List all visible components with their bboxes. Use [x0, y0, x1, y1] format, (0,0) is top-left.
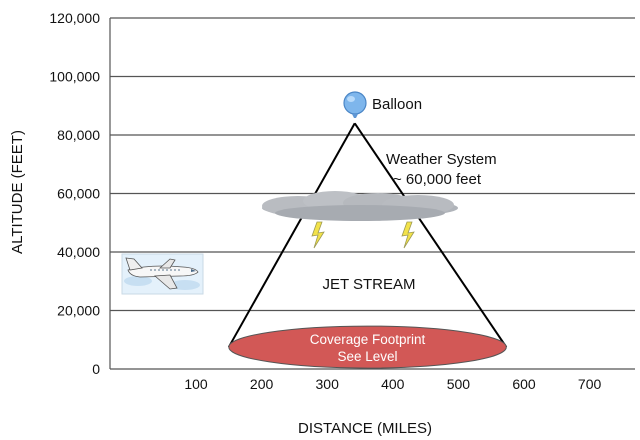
x-tick-label: 700 [578, 376, 602, 392]
cloud-icon [262, 191, 458, 221]
lightning-icon [401, 221, 415, 249]
y-tick-label: 120,000 [49, 10, 100, 26]
x-tick-label: 600 [512, 376, 536, 392]
y-axis-title: ALTITUDE (FEET) [9, 130, 26, 254]
weather-system-line2: ~ 60,000 feet [393, 171, 482, 188]
weather-system-line1: Weather System [386, 151, 497, 168]
balloon-icon [343, 91, 367, 118]
x-tick-label: 400 [381, 376, 405, 392]
y-tick-label: 80,000 [57, 127, 100, 143]
y-tick-labels: 0 20,000 40,000 60,000 80,000 100,000 120,000 [49, 10, 100, 377]
y-tick-label: 60,000 [57, 186, 100, 202]
y-tick-label: 0 [92, 361, 100, 377]
grid-lines [109, 17, 635, 370]
balloon-label: Balloon [372, 96, 422, 113]
y-tick-label: 20,000 [57, 303, 100, 319]
airplane-icon [121, 253, 204, 295]
y-tick-label: 100,000 [49, 69, 100, 85]
x-tick-label: 100 [184, 376, 208, 392]
lightning-icon [311, 221, 325, 249]
cone-left-edge [227, 122, 356, 348]
x-tick-label: 300 [316, 376, 340, 392]
y-tick-label: 40,000 [57, 244, 100, 260]
cone-right-edge [353, 122, 508, 348]
x-tick-label: 500 [447, 376, 471, 392]
footprint-label-line1: Coverage Footprint [310, 332, 426, 347]
coverage-footprint [228, 325, 507, 369]
footprint-label-line2: See Level [338, 349, 398, 364]
jet-stream-label: JET STREAM [322, 276, 415, 293]
x-tick-labels: 100 200 300 400 500 600 700 [184, 376, 601, 392]
x-axis-title: DISTANCE (MILES) [298, 420, 432, 437]
x-tick-label: 200 [250, 376, 274, 392]
